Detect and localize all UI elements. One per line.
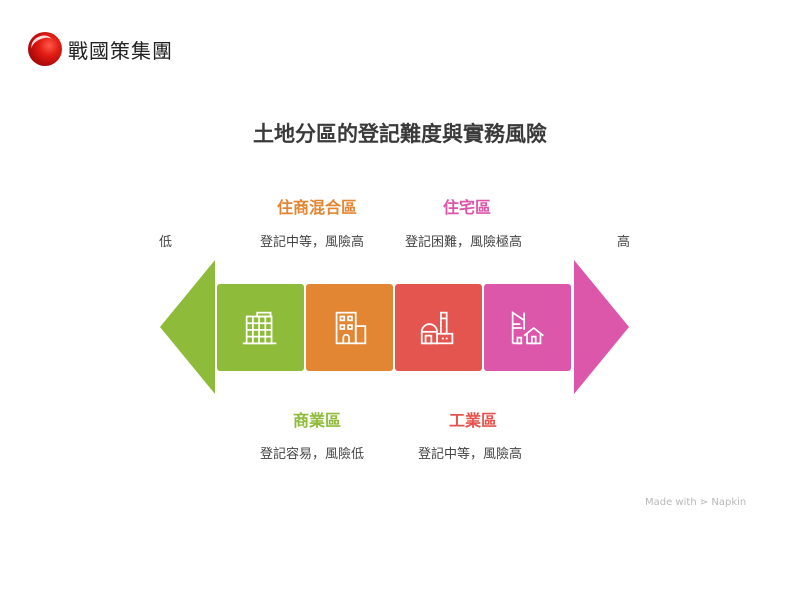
zone-desc-residential: 登記困難，風險極高 (405, 235, 523, 250)
zone-desc-industrial: 登記中等，風險高 (418, 447, 523, 462)
zone-box-commercial (217, 284, 304, 371)
house-icon (511, 310, 544, 344)
logo-text: 戰國策集團 (68, 38, 173, 63)
zone-heading-commercial: 商業區 (292, 411, 341, 430)
napkin-watermark: Made with ⋗ Napkin (645, 497, 747, 508)
zone-desc-commercial: 登記容易，風險低 (260, 447, 365, 462)
zone-heading-mixed: 住商混合區 (276, 198, 357, 217)
zone-heading-residential: 住宅區 (442, 198, 491, 217)
left-arrow-tip (160, 260, 215, 394)
logo-globe-icon (28, 32, 62, 66)
zone-desc-mixed: 登記中等，風險高 (260, 235, 365, 250)
factory-icon (420, 311, 453, 344)
zone-heading-industrial: 工業區 (448, 411, 497, 430)
right-arrow-tip (574, 260, 629, 394)
mixed-building-icon (335, 311, 366, 344)
axis-high-label: 高 (617, 235, 631, 250)
axis-low-label: 低 (159, 235, 173, 250)
company-logo: 戰國策集團 (28, 32, 173, 66)
office-building-icon (242, 311, 276, 344)
zone-box-industrial (395, 284, 482, 371)
zone-box-mixed (306, 284, 393, 371)
page-title: 土地分區的登記難度與實務風險 (253, 122, 547, 146)
zone-box-residential (484, 284, 571, 371)
